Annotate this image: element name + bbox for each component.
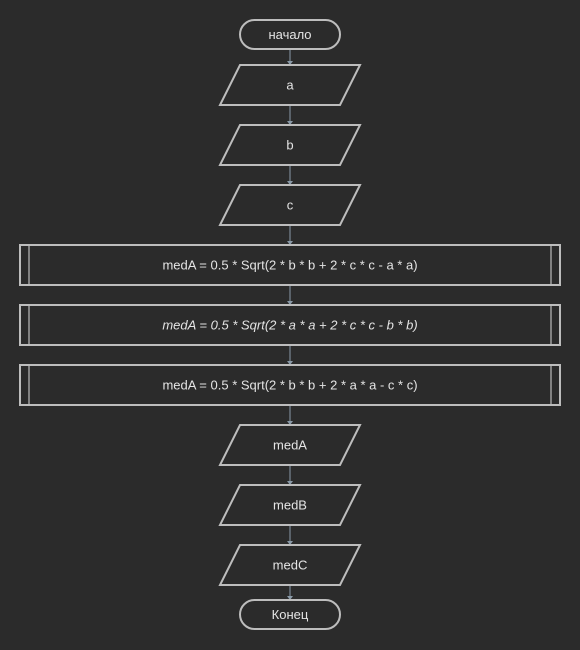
arrowhead-icon	[287, 361, 293, 365]
end-label: Конец	[272, 607, 309, 622]
input-b-label: b	[286, 138, 293, 153]
input-c-label: c	[287, 198, 294, 213]
arrowhead-icon	[287, 541, 293, 545]
output-block-1[interactable]: medA	[218, 424, 362, 466]
output-block-3[interactable]: medC	[218, 544, 362, 586]
arrowhead-icon	[287, 181, 293, 185]
input-block-a[interactable]: a	[218, 64, 362, 106]
arrowhead-icon	[287, 421, 293, 425]
predefined-process-shape	[19, 244, 561, 286]
parallelogram-shape	[218, 124, 362, 166]
start-label: начало	[268, 27, 311, 42]
output-1-label: medA	[273, 438, 307, 453]
terminator-shape	[239, 19, 341, 50]
arrowhead-icon	[287, 596, 293, 600]
parallelogram-shape	[218, 184, 362, 226]
process-block-2[interactable]: medA = 0.5 * Sqrt(2 * a * a + 2 * c * c …	[19, 304, 561, 346]
predefined-process-shape	[19, 364, 561, 406]
process-block-1[interactable]: medA = 0.5 * Sqrt(2 * b * b + 2 * c * c …	[19, 244, 561, 286]
start-terminator[interactable]: начало	[239, 19, 341, 50]
input-a-label: a	[286, 78, 294, 93]
output-2-label: medB	[273, 498, 307, 513]
arrowhead-icon	[287, 481, 293, 485]
process-block-3[interactable]: medA = 0.5 * Sqrt(2 * b * b + 2 * a * a …	[19, 364, 561, 406]
terminator-shape	[239, 599, 341, 630]
predefined-process-shape	[19, 304, 561, 346]
parallelogram-shape	[218, 484, 362, 526]
arrowhead-icon	[287, 241, 293, 245]
arrowhead-icon	[287, 301, 293, 305]
process-2-label: medA = 0.5 * Sqrt(2 * a * a + 2 * c * c …	[162, 318, 417, 333]
parallelogram-shape	[218, 64, 362, 106]
arrowhead-icon	[287, 61, 293, 65]
connectors	[287, 49, 293, 600]
output-block-2[interactable]: medB	[218, 484, 362, 526]
process-1-label: medA = 0.5 * Sqrt(2 * b * b + 2 * c * c …	[162, 258, 417, 273]
input-block-c[interactable]: c	[218, 184, 362, 226]
parallelogram-shape	[218, 424, 362, 466]
process-3-label: medA = 0.5 * Sqrt(2 * b * b + 2 * a * a …	[162, 378, 417, 393]
output-3-label: medC	[273, 558, 308, 573]
input-block-b[interactable]: b	[218, 124, 362, 166]
arrowhead-icon	[287, 121, 293, 125]
end-terminator[interactable]: Конец	[239, 599, 341, 630]
parallelogram-shape	[218, 544, 362, 586]
